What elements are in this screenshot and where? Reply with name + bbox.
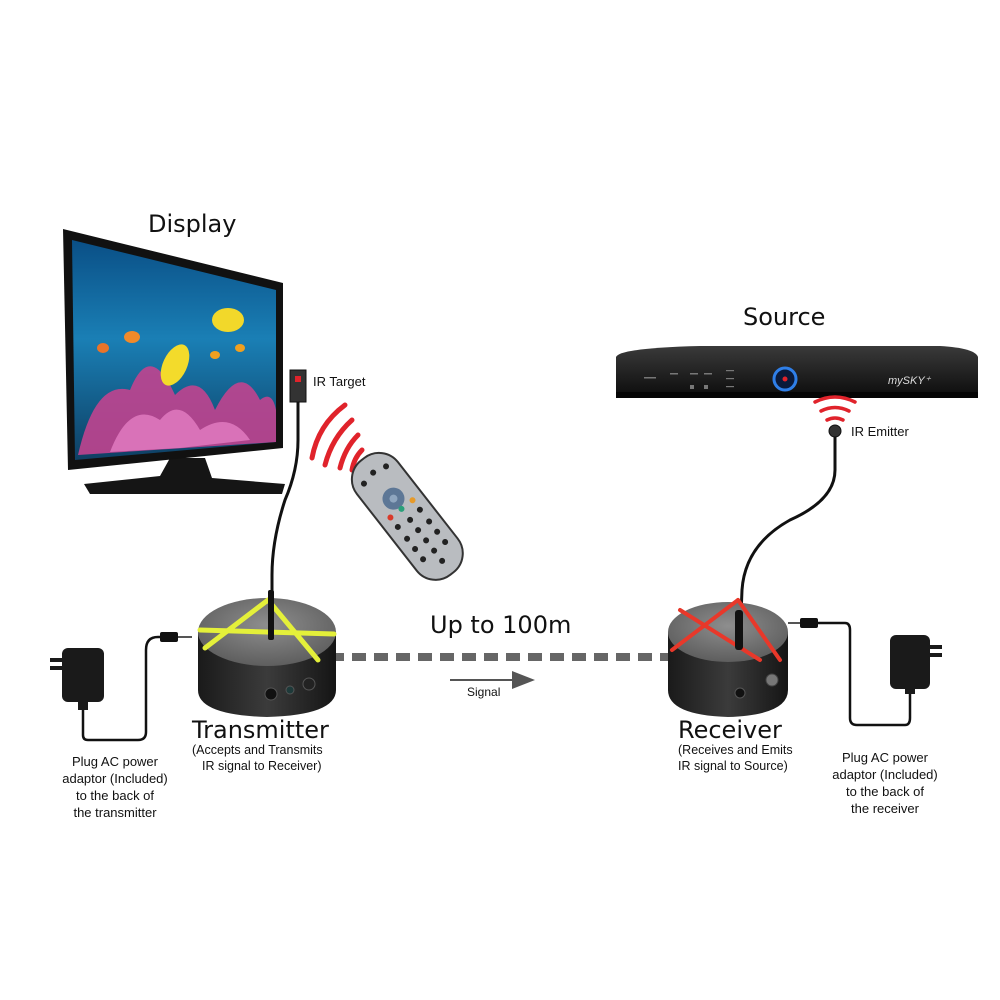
power-left-line-1: Plug AC power [72,754,158,769]
transmitter-device-icon [197,590,337,717]
ir-emitter-cable [738,437,837,641]
signal-arrow-icon [450,671,535,689]
power-cable-right [818,621,912,727]
transmitter-label-block: Transmitter (Accepts and Transmits IR si… [192,716,329,774]
power-right-line-2: adaptor (Included) [832,767,938,782]
distance-label: Up to 100m [430,611,572,639]
transmitter-subtitle-1: (Accepts and Transmits [192,743,323,757]
remote-control-icon [350,451,464,581]
ir-emitter-label: IR Emitter [851,424,909,439]
ir-emitter-icon [828,424,842,438]
power-adapter-right-icon [890,635,942,694]
source-label: Source [743,303,826,331]
power-right-line-4: the receiver [851,801,919,816]
receiver-subtitle-1: (Receives and Emits [678,743,793,757]
display-label: Display [148,210,237,238]
set-top-box-icon: mySKY⁺ [616,346,978,398]
ir-waves-remote-icon [309,402,365,473]
transmitter-title: Transmitter [192,716,329,744]
receiver-title: Receiver [678,716,782,744]
signal-label: Signal [467,685,501,699]
power-plug-left [160,632,178,642]
brand-logo: mySKY⁺ [888,375,932,387]
receiver-label-block: Receiver (Receives and Emits IR signal t… [678,716,793,774]
transmitter-subtitle-2: IR signal to Receiver) [202,759,322,773]
ir-waves-emitter-icon [813,395,857,422]
ir-target-label: IR Target [313,374,366,389]
tv-display-icon [63,229,285,494]
ir-target-sensor-icon [289,369,307,403]
power-adapter-left-icon [50,648,104,710]
power-instructions-right: Plug AC power adaptor (Included) to the … [820,749,950,817]
power-right-line-1: Plug AC power [842,750,928,765]
power-right-line-3: to the back of [845,784,925,799]
power-instructions-left: Plug AC power adaptor (Included) to the … [50,753,180,821]
power-left-line-3: to the back of [75,788,155,803]
ir-target-cable [270,402,300,620]
power-cable-left [81,635,168,742]
receiver-device-icon [668,598,788,717]
power-left-line-4: the transmitter [73,805,157,820]
power-plug-right [800,618,818,628]
power-left-line-2: adaptor (Included) [62,771,168,786]
receiver-subtitle-2: IR signal to Source) [678,759,788,773]
